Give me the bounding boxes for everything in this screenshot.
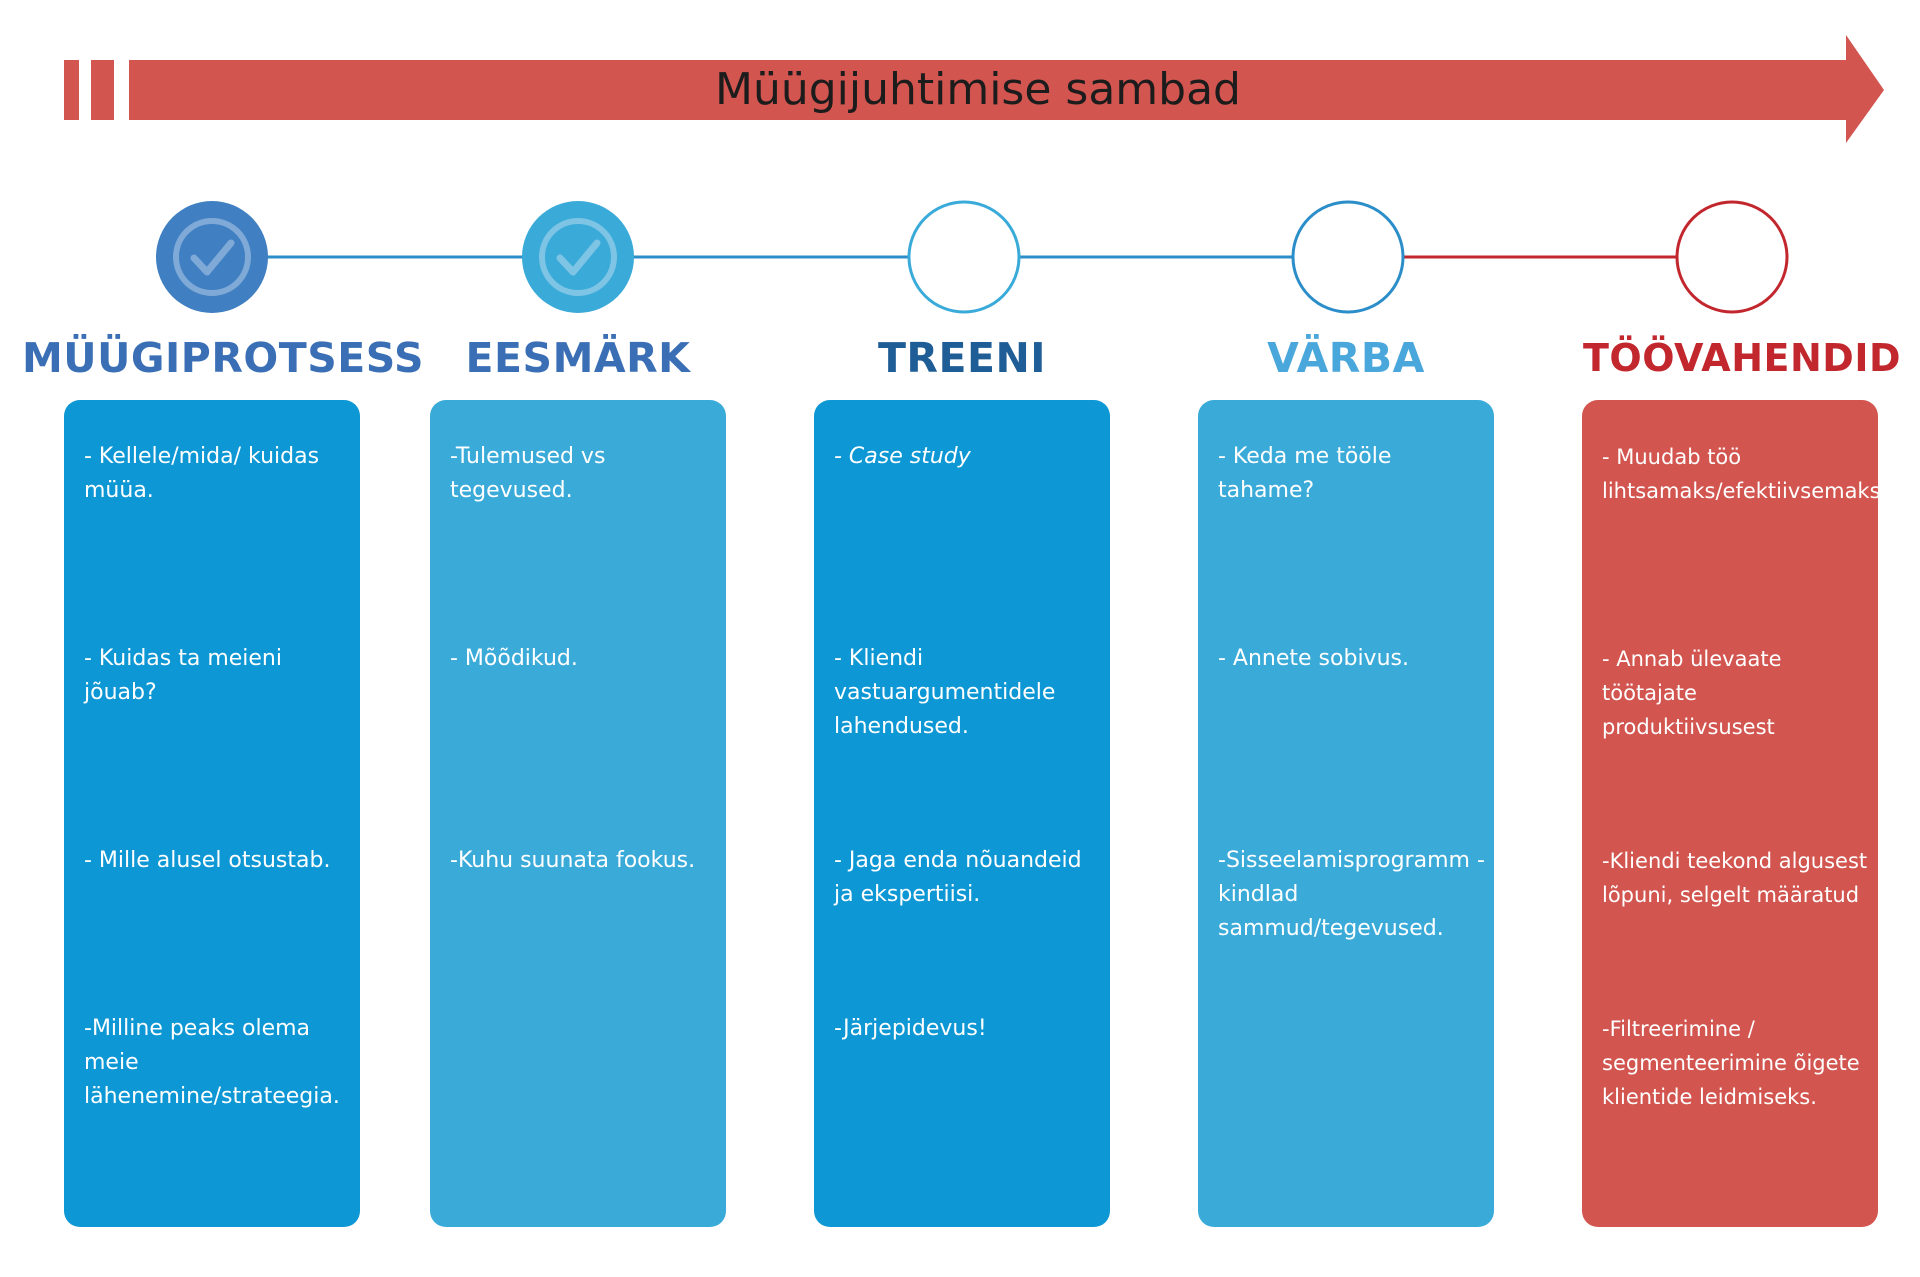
pillar-1-item: - Mille alusel otsustab. [84, 848, 331, 873]
pillar-2-node [522, 201, 634, 313]
pillar-1-item: - Kellele/mida/ kuidas müüa. [84, 444, 320, 503]
banner-stripe-right [91, 60, 114, 120]
pillar-1-heading: MÜÜGIPROTSESS [22, 334, 424, 382]
pillar-2-item: -Kuhu suunata fookus. [450, 848, 696, 873]
pillar-4-item: -Sisseelamisprogramm - kindlad sammud/te… [1218, 848, 1485, 941]
pillar-2-item: -Tulemused vs tegevused. [450, 444, 606, 503]
pillar-5-item: - Annab ülevaate töötajate produktiivsus… [1602, 647, 1782, 739]
pillar-3-card: - Case study - Kliendi vastuargumentidel… [814, 400, 1110, 1227]
pillar-5-heading: TÖÖVAHENDID [1582, 336, 1902, 380]
pillar-2-card: -Tulemused vs tegevused. - Mõõdikud. -Ku… [430, 400, 726, 1227]
timeline [156, 200, 1789, 314]
check-icon [556, 239, 601, 276]
pillar-4-node [1291, 200, 1405, 314]
pillar-4-heading: VÄRBA [1267, 334, 1425, 382]
pillar-2-heading: EESMÄRK [465, 334, 691, 382]
check-icon [190, 239, 235, 276]
pillar-5-item: - Muudab töö lihtsamaks/efektiivsemaks [1602, 445, 1878, 503]
pillar-1-item: -Milline peaks olema meie lähenemine/str… [84, 1016, 340, 1109]
title-banner [64, 35, 1884, 143]
pillar-1-item: - Kuidas ta meieni jõuab? [84, 646, 282, 705]
pillar-5-item: -Kliendi teekond algusest lõpuni, selgel… [1602, 849, 1868, 907]
pillar-4-card: - Keda me tööle tahame? - Annete sobivus… [1198, 400, 1494, 1227]
pillar-1-node [156, 201, 268, 313]
page-title: Müügijuhtimise sambad [714, 64, 1241, 115]
pillar-3-heading: TREENI [877, 334, 1047, 382]
pillar-4-item: - Keda me tööle tahame? [1218, 444, 1392, 503]
pillar-5-node [1675, 200, 1789, 314]
banner-stripe-left [64, 60, 79, 120]
banner-arrow [129, 35, 1884, 143]
pillar-5-card: - Muudab töö lihtsamaks/efektiivsemaks -… [1582, 400, 1878, 1227]
pillar-5-item: -Filtreerimine / segmenteerimine õigete … [1602, 1017, 1860, 1109]
pillar-3-item: - Case study [834, 444, 971, 469]
pillar-3-node [907, 200, 1021, 314]
check-circle-icon [173, 218, 251, 296]
pillar-4-item: - Annete sobivus. [1218, 646, 1409, 671]
pillar-2-item: - Mõõdikud. [450, 646, 578, 671]
pillar-3-item: -Järjepidevus! [834, 1016, 987, 1041]
pillar-3-item: - Jaga enda nõuandeid ja ekspertiisi. [834, 848, 1082, 907]
pillar-3-item: - Kliendi vastuargumentidele lahendused. [834, 646, 1056, 739]
check-circle-icon [539, 218, 617, 296]
pillar-1-card: - Kellele/mida/ kuidas müüa. - Kuidas ta… [64, 400, 360, 1227]
